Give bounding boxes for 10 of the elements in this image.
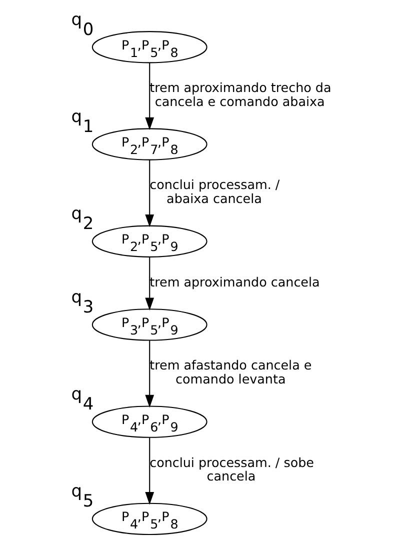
arrow bbox=[145, 160, 154, 228]
arrow bbox=[145, 340, 154, 408]
arrow bbox=[145, 438, 154, 505]
edge-label: trem aproximando cancela bbox=[150, 274, 320, 290]
edge-label: conclui processam. / abaixa cancela bbox=[150, 177, 280, 206]
arrow bbox=[145, 257, 154, 310]
arrow bbox=[145, 63, 154, 130]
edge-label: trem afastando cancela e comando levanta bbox=[150, 358, 312, 386]
edge-label: conclui processam. / sobe cancela bbox=[150, 454, 314, 484]
edge-label: trem aproximando trecho da cancela e comando abaixa bbox=[150, 80, 332, 109]
